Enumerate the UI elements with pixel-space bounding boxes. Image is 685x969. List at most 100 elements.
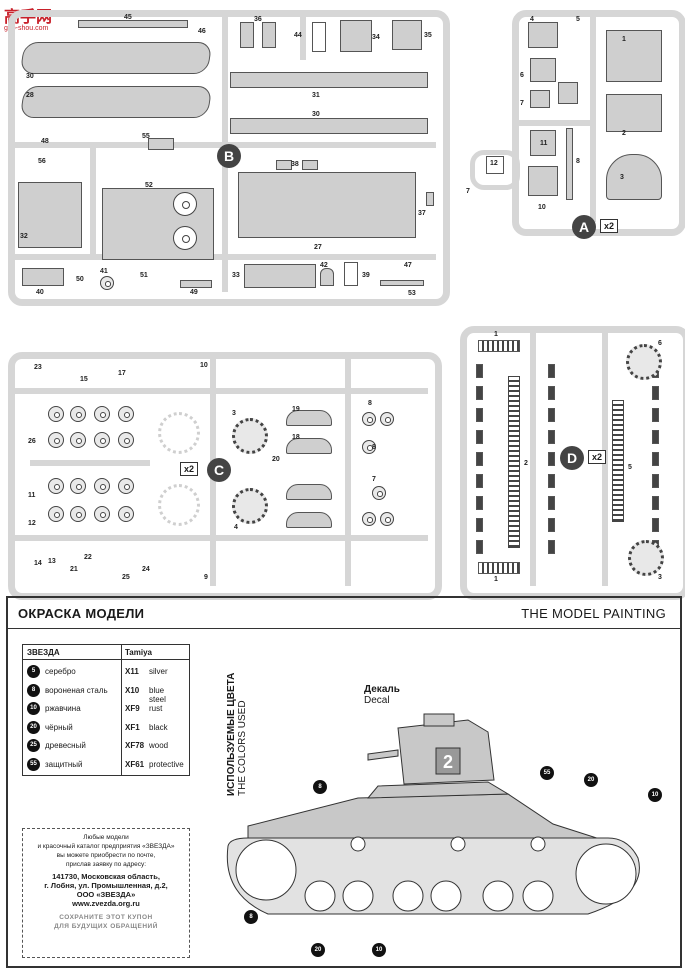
- road-wheel-5: [70, 432, 86, 448]
- track-link-7: [548, 408, 555, 422]
- coupon-line3: вы можете приобрести по почте,: [56, 852, 156, 859]
- part-2: [606, 94, 662, 132]
- sprue-a-badge: A: [572, 215, 596, 239]
- track-link-7: [476, 496, 483, 510]
- part-6: [530, 58, 556, 82]
- part-38b: [302, 160, 318, 170]
- legend-header-zvezda: ЗВЕЗДА: [27, 648, 60, 657]
- part-3: [606, 154, 662, 200]
- track-section-1-bottom: [478, 562, 520, 574]
- tank-road-wheel: [522, 880, 554, 912]
- sprue-d-badge: D: [560, 446, 584, 470]
- track-long-5: [612, 400, 624, 522]
- track-link-7: [476, 364, 483, 378]
- part-27: [238, 172, 416, 238]
- part-32: [18, 182, 82, 248]
- paint-callout-20: 20: [584, 773, 598, 787]
- hull-side-29: [19, 42, 213, 74]
- road-wheel-4: [232, 488, 268, 524]
- paint-tamiya-code: XF78: [125, 741, 145, 750]
- return-roller: [380, 412, 394, 426]
- coupon-address3: ООО «ЗВЕЗДА»: [76, 890, 136, 899]
- part-42: [100, 276, 114, 290]
- paint-name-ru: чёрный: [45, 722, 73, 732]
- painting-title-ru: ОКРАСКА МОДЕЛИ: [18, 606, 145, 621]
- part-31: [230, 72, 428, 88]
- paint-code-badge: 10: [27, 702, 40, 715]
- part-12: [486, 156, 504, 174]
- track-link-7: [548, 540, 555, 554]
- order-coupon: Любые модели и красочный каталог предпри…: [22, 828, 190, 958]
- part-33: [244, 264, 316, 288]
- part-40: [22, 268, 64, 286]
- tank-return-roller: [530, 836, 546, 852]
- road-wheel-5: [48, 406, 64, 422]
- painting-section: ОКРАСКА МОДЕЛИ THE MODEL PAINTING ЗВЕЗДА…: [6, 596, 682, 968]
- part-37: [426, 192, 434, 206]
- coupon-address1: 141730, Московская область,: [52, 872, 160, 881]
- part-11: [530, 130, 556, 156]
- paint-name-en: protective: [149, 759, 184, 769]
- paint-code-badge: 8: [27, 683, 40, 697]
- watermark-url: gao-shou.com: [4, 25, 49, 32]
- paint-callout-20: 20: [311, 943, 325, 957]
- road-wheel-5: [94, 432, 110, 448]
- return-roller: [362, 512, 376, 526]
- track-link-7: [652, 474, 659, 488]
- road-wheel-3: [232, 418, 268, 454]
- painting-title-en: THE MODEL PAINTING: [521, 606, 666, 621]
- part-53: [380, 280, 424, 286]
- decal-label-ru: Декаль: [364, 684, 400, 695]
- tank-turret-number: 2: [443, 752, 453, 772]
- paint-tamiya-code: XF1: [125, 722, 140, 732]
- track-link-7: [652, 518, 659, 532]
- paint-name-ru: защитный: [45, 759, 83, 769]
- part-label-45: 45: [124, 14, 132, 21]
- sprocket-3: [628, 540, 664, 576]
- tank-return-roller: [350, 836, 366, 852]
- part-4: [528, 22, 558, 48]
- tank-turret-number-plate: [435, 747, 461, 775]
- decal-label-en: Decal: [364, 695, 390, 706]
- road-wheel-6: [118, 506, 134, 522]
- track-link-7: [476, 452, 483, 466]
- paint-code-badge: 55: [27, 757, 40, 771]
- track-link-7: [476, 386, 483, 400]
- road-wheel-6: [48, 478, 64, 494]
- paint-name-ru: вороненая сталь: [45, 685, 108, 695]
- part-9: [558, 82, 578, 104]
- gear-ghost: [158, 412, 200, 454]
- coupon-line4: прислав заявку по адресу:: [65, 861, 147, 868]
- part-49: [180, 280, 212, 288]
- road-wheel-6: [48, 506, 64, 522]
- legend-header-tamiya: Tamiya: [125, 648, 152, 657]
- return-roller: [362, 440, 376, 454]
- part-19: [286, 410, 332, 426]
- paint-callout-10: 10: [372, 943, 386, 957]
- paint-name-ru: ржавчина: [45, 704, 81, 713]
- tank-road-wheel: [392, 880, 424, 912]
- tank-drive-sprocket: [235, 839, 297, 901]
- part-label-46: 46: [198, 28, 206, 35]
- sprocket-6: [626, 344, 662, 380]
- part-52: [102, 188, 214, 260]
- paint-callout-55: 55: [540, 766, 554, 780]
- track-link-7: [652, 496, 659, 510]
- paint-name-en: rust: [149, 704, 163, 713]
- coupon-keep-2: ДЛЯ БУДУЩИХ ОБРАЩЕНИЙ: [54, 923, 158, 930]
- hatch-opening: [173, 192, 197, 216]
- sprue-b-badge: B: [217, 144, 241, 168]
- part-55: [148, 138, 174, 150]
- track-link-7: [548, 430, 555, 444]
- part-8: [566, 128, 573, 200]
- track-long-2: [508, 376, 520, 548]
- paint-callout-8: 8: [244, 910, 258, 924]
- part-35: [392, 20, 422, 50]
- track-link-7: [548, 496, 555, 510]
